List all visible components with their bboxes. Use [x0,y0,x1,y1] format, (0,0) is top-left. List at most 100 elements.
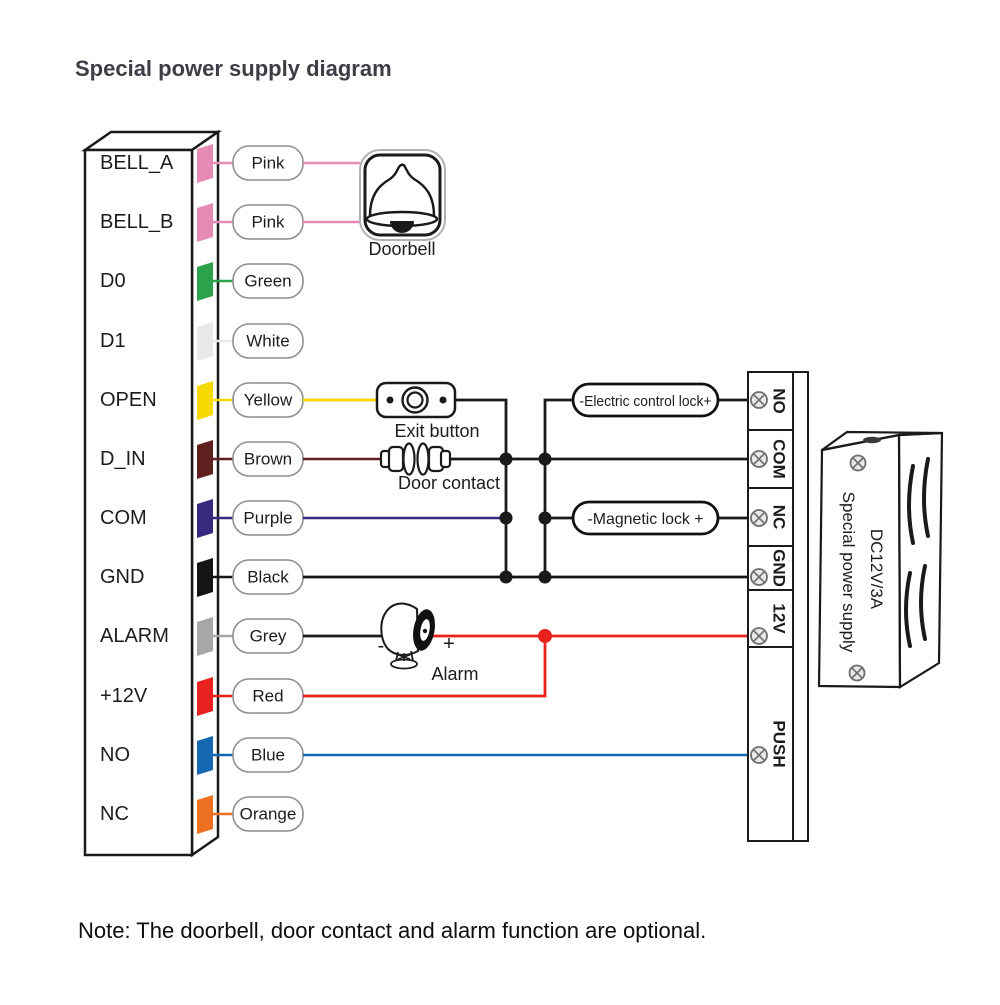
terminal-label: PUSH [770,720,789,767]
junction-dot [538,570,552,584]
pin-label: +12V [100,685,148,707]
junction-dot [499,452,513,466]
terminal-label: NO [770,388,789,414]
psu-top-hole [863,436,881,444]
wire-color-label: Green [244,272,291,291]
door-contact-label: Door contact [398,473,500,493]
junction-dot [499,570,513,584]
electric-lock-pill [571,382,720,418]
pin-label: GND [100,566,144,588]
controller-row-bell_a: BELL_A Pink [100,144,304,183]
door-contact: Door contact [379,442,500,493]
pin-label: COM [100,507,147,529]
pin-pad-yellow [197,381,213,420]
controller-block-front-face [83,148,194,857]
electric-lock-label: -Electric control lock+ [580,393,712,410]
pin-pad-orange [197,795,213,834]
terminal-12v: 12V [748,589,793,645]
junction-dot [538,511,552,525]
pin-label: BELL_A [100,152,174,174]
controller-row-d0: D0 Green [100,262,304,301]
pin-pad-white [197,322,213,361]
magnetic-lock: -Magnetic lock + [571,500,720,536]
junction-dot [538,452,552,466]
wire-color-label: Pink [251,213,285,232]
terminal-strip-side [792,371,809,842]
electric-control-lock: -Electric control lock+ [571,382,720,418]
terminal-nc: NC [748,487,793,530]
controller-row-nc: NC Orange [100,795,304,834]
junction-dot-red [538,629,552,643]
pin-pad-purple [197,499,213,538]
pin-label: OPEN [100,389,157,411]
exit-button-key [406,391,424,409]
terminal-screw-cross [753,394,765,406]
wire-color-label: White [246,332,289,351]
doorbell: Doorbell [359,149,446,259]
pin-label: NO [100,744,130,766]
exit-button-screw-right [439,396,447,404]
junction-dot [499,511,513,525]
terminal-screw-cross [753,512,765,524]
alarm-plus-sign: + [443,633,455,655]
pin-pad-pink [197,144,213,183]
controller-row-+12v: +12V Red [100,677,304,716]
wire-color-pill [232,323,304,359]
wire-color-label: Black [247,568,289,587]
terminal-screw-cross [753,571,765,583]
power-supply-box: DC12V/3A Special power supply [817,430,944,689]
pin-label: D1 [100,330,126,352]
alarm: - + Alarm [378,602,479,684]
wire-color-label: Red [252,687,283,706]
pin-label: D0 [100,270,126,292]
pin-pad-red [197,677,213,716]
terminal-screw-cross [753,630,765,642]
wire-color-label: Purple [243,509,292,528]
doorbell-label: Doorbell [368,239,435,259]
wire-color-label: Grey [250,627,287,646]
pin-label: D_IN [100,448,146,470]
controller-row-bell_b: BELL_B Pink [100,203,304,242]
wire-color-label: Orange [240,805,297,824]
psu-model-label: DC12V/3A [867,529,886,610]
controller-row-alarm: ALARM Grey [100,617,304,656]
terminal-screw-cross [753,453,765,465]
bell-icon [365,163,439,233]
psu-name-label: Special power supply [839,492,858,653]
pin-label: ALARM [100,625,169,647]
controller-block [80,129,223,858]
pin-pad-black [197,558,213,597]
psu-screw-bottom [848,664,866,682]
pin-pad-blue [197,736,213,775]
magnetic-lock-label: -Magnetic lock + [588,511,704,528]
terminal-no: NO [750,388,789,414]
controller-row-gnd: GND Black [100,558,304,597]
magnetic-lock-pill [571,500,720,536]
siren-icon [380,602,435,670]
wire-color-pill [232,796,304,832]
controller-row-d1: D1 White [100,322,304,361]
terminal-screw-cross [753,749,765,761]
terminal-gnd: GND [748,545,793,587]
pin-pad-green [197,262,213,301]
terminal-cells: NO COM NC GND 12V PUSH [748,388,793,768]
exit-button-label: Exit button [394,421,479,441]
pin-pad-brown [197,440,213,479]
junction-dots [499,452,552,643]
psu-front-face [817,433,902,689]
wire-color-label: Pink [251,154,285,173]
pin-label: NC [100,803,129,825]
exit-button-screw-left [386,396,394,404]
terminal-label: NC [770,505,789,530]
line-lock-bus [543,398,573,577]
terminal-com: COM [748,429,793,479]
terminal-label: GND [770,549,789,587]
terminal-push: PUSH [748,646,793,768]
alarm-label: Alarm [431,664,478,684]
psu-screw-top [849,454,867,472]
terminal-label: COM [770,439,789,479]
pin-label: BELL_B [100,211,173,233]
